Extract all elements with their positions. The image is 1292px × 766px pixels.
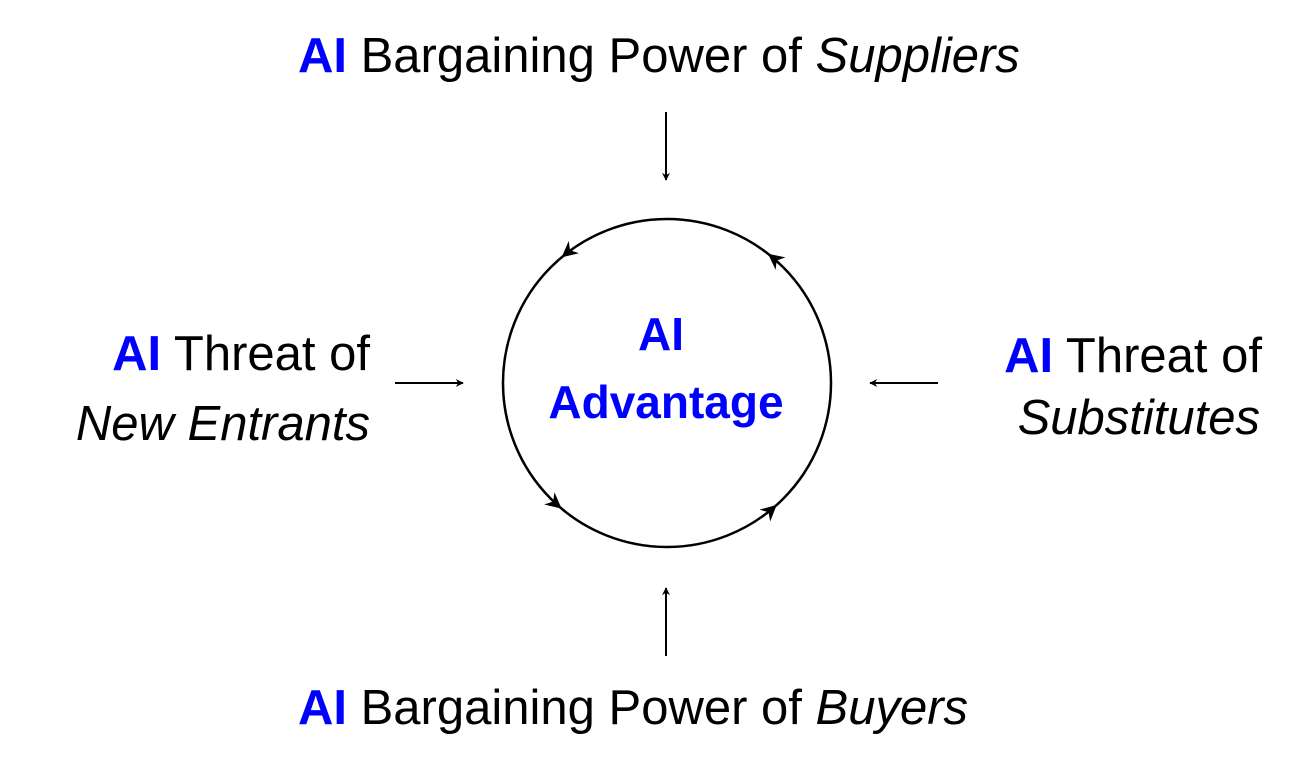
ai-prefix: AI — [298, 681, 347, 735]
advantage-cycle-circle — [501, 217, 833, 549]
ai-prefix: AI — [1004, 329, 1053, 383]
substitutes-emphasis: Substitutes — [1018, 391, 1260, 445]
substitutes-label-line1: AI Threat of — [1004, 329, 1262, 383]
new-entrants-emphasis: New Entrants — [76, 397, 370, 451]
ai-prefix: AI — [298, 29, 347, 83]
cycle-arrowhead-top-right — [767, 253, 786, 270]
suppliers-text: Bargaining Power of — [361, 29, 816, 83]
buyers-text: Bargaining Power of — [361, 681, 816, 735]
substitutes-text: Threat of — [1066, 329, 1262, 383]
suppliers-emphasis: Suppliers — [816, 29, 1020, 83]
cycle-arrowhead-bottom-left — [544, 492, 562, 509]
cycle-arrowhead-top-left — [561, 240, 579, 258]
suppliers-label: AI Bargaining Power of Suppliers — [298, 29, 1020, 83]
center-ai: AI — [638, 308, 684, 360]
buyers-label: AI Bargaining Power of Buyers — [298, 681, 968, 735]
buyers-emphasis: Buyers — [816, 681, 969, 735]
center-advantage: Advantage — [548, 376, 783, 428]
ai-prefix: AI — [112, 327, 161, 381]
new-entrants-label-line1: AI Threat of — [112, 327, 370, 381]
cycle-arrowhead-bottom-right — [759, 504, 777, 522]
new-entrants-text: Threat of — [174, 327, 370, 381]
cycle-arrowheads — [544, 240, 786, 522]
